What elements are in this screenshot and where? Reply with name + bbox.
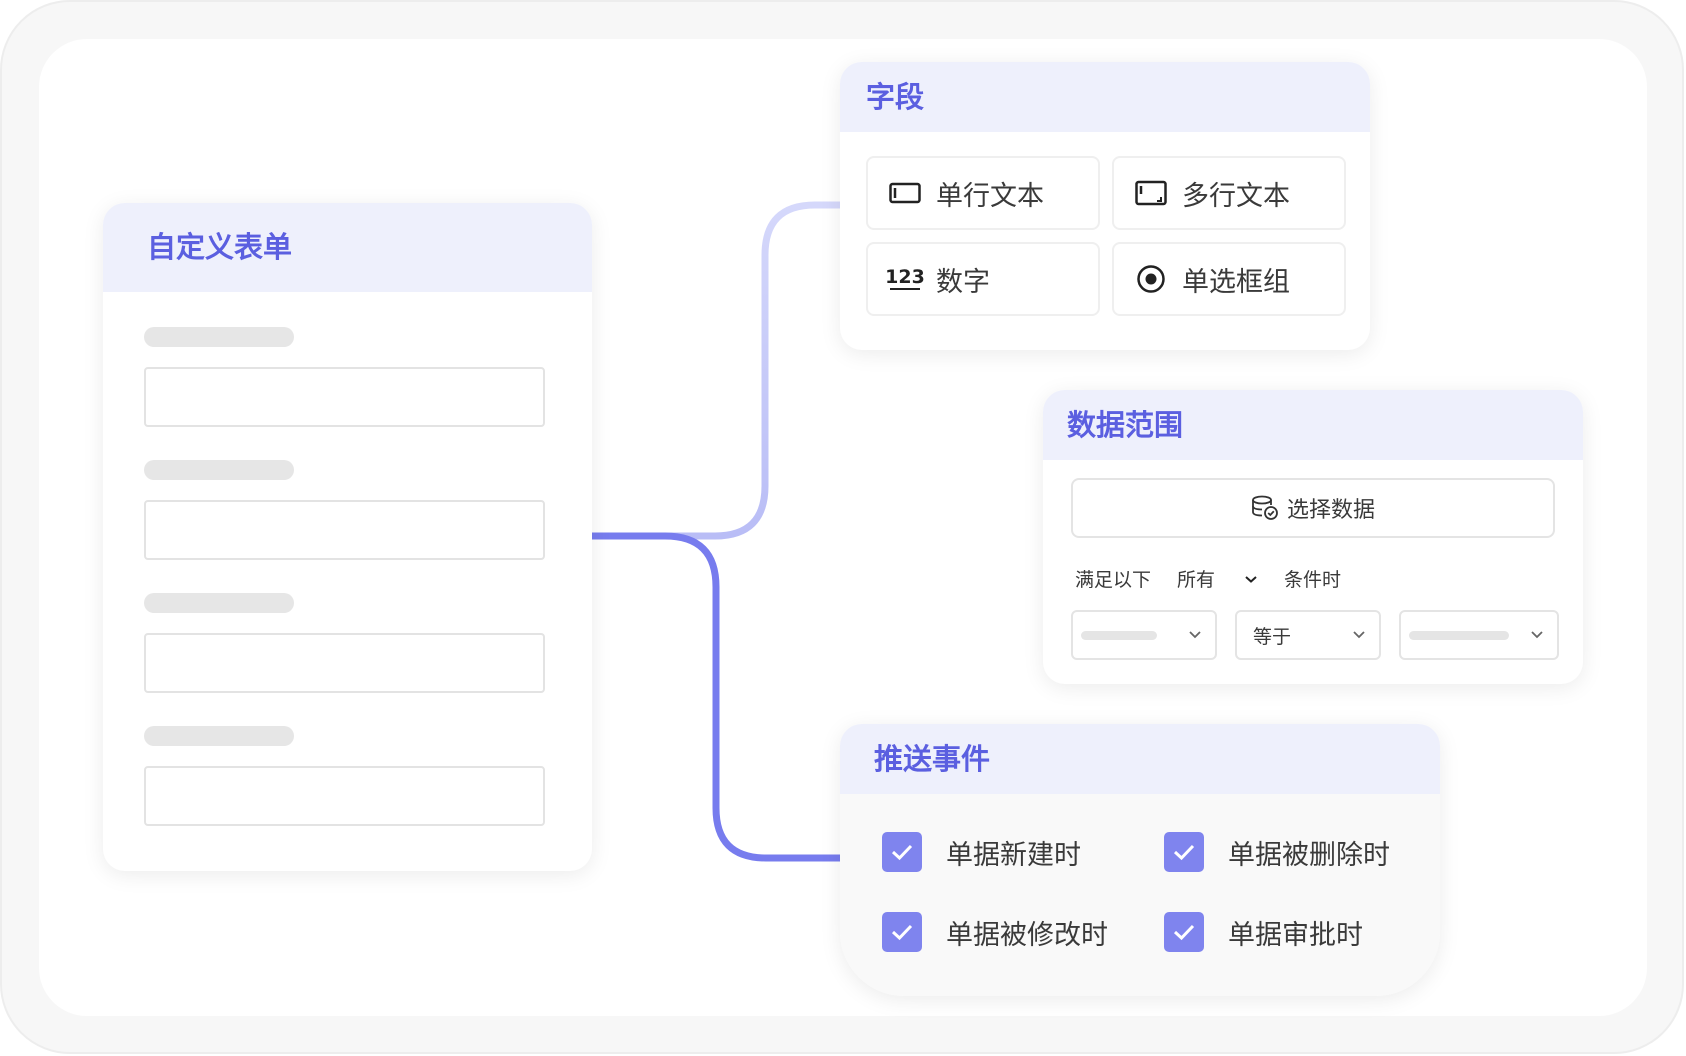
event-label: 单据被修改时 bbox=[946, 919, 1108, 951]
form-input-3[interactable] bbox=[144, 633, 545, 693]
chevron-down-icon bbox=[1353, 631, 1365, 639]
multi-line-text-icon bbox=[1134, 176, 1168, 210]
database-icon bbox=[1251, 495, 1279, 521]
checkbox-checked[interactable] bbox=[882, 832, 922, 872]
single-line-text-icon bbox=[888, 176, 922, 210]
data-scope-card: 数据范围 选择数据 满足以下 所有 条件时 等于 bbox=[1043, 390, 1583, 684]
form-input-1[interactable] bbox=[144, 367, 545, 427]
event-item[interactable]: 单据审批时 bbox=[1164, 912, 1363, 952]
custom-form-card: 自定义表单 bbox=[103, 203, 592, 871]
fields-card-title: 字段 bbox=[840, 62, 1370, 132]
chevron-down-icon bbox=[1189, 631, 1201, 639]
scope-card-title: 数据范围 bbox=[1043, 390, 1583, 460]
form-card-title: 自定义表单 bbox=[103, 203, 592, 292]
field-label: 单行文本 bbox=[936, 180, 1044, 212]
chevron-down-icon bbox=[1531, 631, 1543, 639]
checkbox-checked[interactable] bbox=[1164, 912, 1204, 952]
form-input-2[interactable] bbox=[144, 500, 545, 560]
field-label: 多行文本 bbox=[1182, 180, 1290, 212]
events-card-body: 单据新建时 单据被删除时 单据被修改时 单据审批时 bbox=[840, 794, 1440, 996]
fields-card: 字段 单行文本 多行文本 123 数字 单选框组 bbox=[840, 62, 1370, 350]
operator-dropdown[interactable]: 等于 bbox=[1235, 610, 1381, 660]
chevron-down-icon bbox=[1245, 575, 1257, 583]
event-label: 单据审批时 bbox=[1228, 919, 1363, 951]
checkbox-checked[interactable] bbox=[1164, 832, 1204, 872]
field-label: 数字 bbox=[936, 266, 990, 298]
check-icon bbox=[1173, 924, 1195, 941]
condition-row: 满足以下 所有 条件时 bbox=[1075, 565, 1367, 592]
connector-to-fields bbox=[592, 201, 840, 540]
select-data-label: 选择数据 bbox=[1286, 498, 1375, 523]
field-dropdown[interactable] bbox=[1071, 610, 1217, 660]
field-multi-line-text[interactable]: 多行文本 bbox=[1112, 156, 1346, 230]
checkbox-checked[interactable] bbox=[882, 912, 922, 952]
event-item[interactable]: 单据新建时 bbox=[882, 832, 1081, 872]
check-icon bbox=[891, 924, 913, 941]
select-data-button[interactable]: 选择数据 bbox=[1071, 478, 1555, 538]
number-icon-underline bbox=[890, 288, 920, 290]
condition-suffix: 条件时 bbox=[1284, 569, 1342, 591]
number-icon: 123 bbox=[885, 262, 925, 296]
radio-group-icon bbox=[1134, 262, 1168, 296]
push-events-card: 推送事件 单据新建时 单据被删除时 单据被修改时 单据审批时 bbox=[840, 724, 1440, 996]
event-label: 单据新建时 bbox=[946, 839, 1081, 871]
field-label-placeholder bbox=[144, 327, 294, 347]
field-label-placeholder bbox=[144, 726, 294, 746]
value-placeholder-bar bbox=[1081, 630, 1157, 640]
operator-value: 等于 bbox=[1253, 625, 1292, 648]
field-label-placeholder bbox=[144, 593, 294, 613]
events-card-title: 推送事件 bbox=[840, 724, 1440, 794]
field-label: 单选框组 bbox=[1182, 266, 1290, 298]
field-single-line-text[interactable]: 单行文本 bbox=[866, 156, 1100, 230]
field-number[interactable]: 123 数字 bbox=[866, 242, 1100, 316]
check-icon bbox=[1173, 844, 1195, 861]
event-label: 单据被删除时 bbox=[1228, 839, 1390, 871]
check-icon bbox=[891, 844, 913, 861]
condition-prefix: 满足以下 bbox=[1075, 569, 1152, 591]
event-item[interactable]: 单据被删除时 bbox=[1164, 832, 1390, 872]
condition-mode-value: 所有 bbox=[1177, 569, 1216, 591]
value-placeholder-bar bbox=[1409, 630, 1509, 640]
event-item[interactable]: 单据被修改时 bbox=[882, 912, 1108, 952]
field-radio-group[interactable]: 单选框组 bbox=[1112, 242, 1346, 316]
value-dropdown[interactable] bbox=[1399, 610, 1559, 660]
field-label-placeholder bbox=[144, 460, 294, 480]
form-input-4[interactable] bbox=[144, 766, 545, 826]
number-icon-text: 123 bbox=[885, 266, 925, 288]
condition-mode-dropdown[interactable]: 所有 bbox=[1177, 565, 1258, 592]
connector-to-events bbox=[592, 532, 840, 862]
